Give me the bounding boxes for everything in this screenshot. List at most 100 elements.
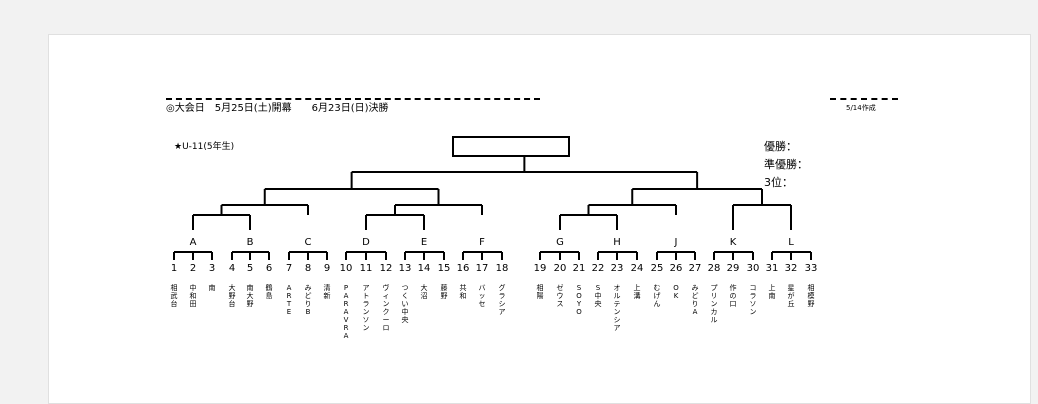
team-number: 6 <box>266 263 272 274</box>
team-number: 24 <box>631 263 644 274</box>
team-number: 18 <box>496 263 509 274</box>
team-name-char: ど <box>692 292 699 300</box>
team-name-char: Y <box>576 300 582 308</box>
team-name-char: 島 <box>266 291 273 300</box>
winner-label: 優勝： <box>764 140 797 153</box>
team-number: 32 <box>785 263 798 274</box>
group-label-G: G <box>556 237 564 248</box>
team-name-char: カ <box>711 308 718 316</box>
team-name-char: ン <box>363 324 370 332</box>
team-name-char: 星 <box>788 284 795 292</box>
team-name-char: K <box>674 292 679 300</box>
team-name-char: 口 <box>730 300 737 308</box>
team-name-char: 大 <box>247 291 254 300</box>
team-name-char: 新 <box>324 291 331 300</box>
team-name-char: ン <box>750 308 757 316</box>
team-name-char: 模 <box>808 291 815 300</box>
team-name-char: 共 <box>460 283 467 292</box>
group-label-H: H <box>613 237 621 248</box>
team-name-char: リ <box>711 292 718 300</box>
team-name-char: み <box>305 284 312 292</box>
team-name-char: り <box>305 300 312 308</box>
team-name-char: R <box>344 324 349 332</box>
champion-box <box>452 136 570 157</box>
team-name-char: ア <box>363 284 370 292</box>
team-name-char: ラ <box>750 292 757 300</box>
team-name-char: ン <box>383 300 390 308</box>
team-name-char: り <box>692 300 699 308</box>
team-name-char: ル <box>711 316 718 324</box>
team-number: 22 <box>592 263 605 274</box>
team-name-char: A <box>344 308 349 316</box>
team-name-char: プ <box>711 284 718 292</box>
header-rule-short <box>830 98 898 100</box>
team-name-char: ン <box>614 308 621 316</box>
team-name-char: 央 <box>595 299 602 308</box>
team-name-char: 南 <box>769 291 776 300</box>
team-number: 9 <box>324 263 330 274</box>
team-name-char: P <box>344 284 348 292</box>
team-name-char: T <box>286 300 292 308</box>
team-number: 26 <box>670 263 683 274</box>
team-name-char: ど <box>305 292 312 300</box>
team-number: 3 <box>209 263 215 274</box>
team-name-char: 丘 <box>788 299 795 308</box>
team-name-char: 藤 <box>441 283 448 292</box>
team-number: 10 <box>340 263 353 274</box>
team-name-char: 中 <box>190 283 197 292</box>
team-name-char: 中 <box>595 291 602 300</box>
team-name-char: 田 <box>190 300 197 308</box>
team-name-char: ィ <box>383 292 390 300</box>
team-number: 25 <box>651 263 664 274</box>
runner-up-label: 準優勝： <box>764 158 808 171</box>
group-label-D: D <box>362 237 370 248</box>
team-name-char: 南 <box>247 283 254 292</box>
team-name-char: S <box>577 284 582 292</box>
team-name-char: 武 <box>171 291 178 300</box>
team-name-char: 央 <box>402 315 409 324</box>
team-name-char: ア <box>614 324 621 332</box>
team-name-char: コ <box>750 284 757 292</box>
category-title: ★U-11(5年生) <box>174 142 235 152</box>
team-name-char: R <box>287 292 292 300</box>
team-name-char: ロ <box>383 324 390 332</box>
team-number: 29 <box>727 263 740 274</box>
team-name-char: ト <box>363 292 370 300</box>
team-name-char: 沼 <box>421 291 428 300</box>
team-number: 16 <box>457 263 470 274</box>
team-number: 15 <box>438 263 451 274</box>
team-name-char: 和 <box>190 291 197 300</box>
team-number: 7 <box>286 263 292 274</box>
team-number: 17 <box>476 263 489 274</box>
team-name-char: A <box>344 292 349 300</box>
team-number: 23 <box>611 263 624 274</box>
team-name-char: 野 <box>229 292 236 300</box>
team-number: 2 <box>190 263 196 274</box>
team-name-char: つ <box>402 284 409 292</box>
team-name-char: V <box>344 316 349 324</box>
team-name-char: ス <box>557 300 564 308</box>
team-name-char: い <box>402 300 409 308</box>
team-name-char: グ <box>499 283 506 292</box>
group-label-E: E <box>421 237 427 248</box>
team-name-char: A <box>344 332 349 340</box>
team-number: 20 <box>554 263 567 274</box>
team-number: 21 <box>573 263 586 274</box>
team-name-char: E <box>287 308 291 316</box>
group-label-B: B <box>247 237 254 248</box>
team-number: 28 <box>708 263 721 274</box>
team-name-char: バ <box>479 284 486 292</box>
team-name-char: 南 <box>209 283 216 292</box>
team-name-char: シ <box>614 316 621 324</box>
team-name-char: 大 <box>421 283 428 292</box>
team-name-char: 上 <box>634 283 641 292</box>
team-name-char: 相 <box>537 283 544 292</box>
team-number: 1 <box>171 263 177 274</box>
group-label-C: C <box>305 237 312 248</box>
team-number: 27 <box>689 263 702 274</box>
tournament-sheet: ◎大会日 5月25日(土)開幕 6月23日(日)決勝 5/14作成 ★U-11(… <box>48 34 1031 404</box>
team-name-char: ア <box>499 308 506 316</box>
team-name-char: オ <box>614 284 621 292</box>
team-name-char: ん <box>654 300 661 308</box>
team-name-char: 大 <box>229 283 236 292</box>
